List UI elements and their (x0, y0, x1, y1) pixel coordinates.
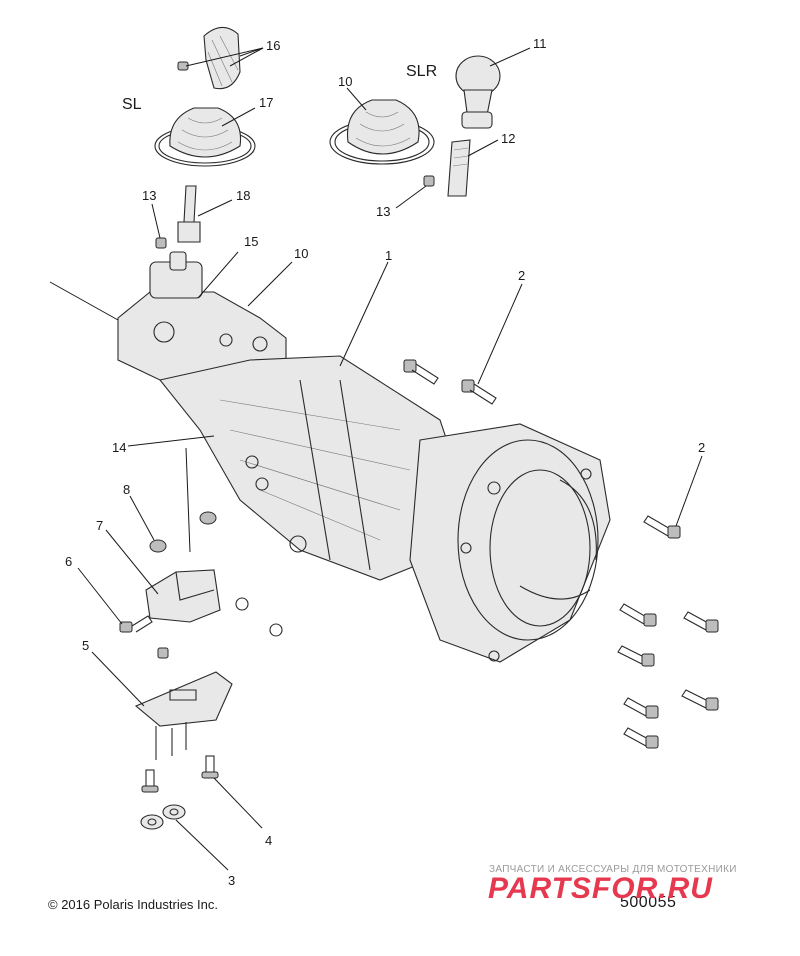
drawing-number: 500055 (620, 894, 677, 911)
sl-shift-boot (154, 107, 256, 167)
callout-18: 18 (236, 188, 250, 203)
slr-shift-knob (455, 55, 501, 129)
shift-lever (177, 185, 201, 243)
variant-label-slr: SLR (406, 63, 437, 80)
callout-13-slr: 13 (376, 204, 390, 219)
shift-lever-sleeve (447, 139, 471, 197)
stud-4 (141, 755, 219, 793)
watermark-logo: PARTSFOR.RU (488, 872, 713, 905)
transmission-assembly (117, 251, 611, 663)
watermark-caption: ЗАПЧАСТИ И АКСЕССУАРЫ ДЛЯ МОТОТЕХНИКИ (489, 864, 737, 875)
washer-3 (140, 804, 186, 830)
callout-6: 6 (65, 554, 72, 569)
bolt-6 (119, 615, 169, 659)
slr-shift-boot (329, 99, 435, 165)
callout-14: 14 (112, 440, 126, 455)
callout-1: 1 (385, 248, 392, 263)
sl-shift-knob (177, 26, 241, 90)
callout-12: 12 (501, 131, 515, 146)
callout-10: 10 (294, 246, 308, 261)
callout-3: 3 (228, 873, 235, 888)
callout-16: 16 (266, 38, 280, 53)
callout-15: 15 (244, 234, 258, 249)
callout-7: 7 (96, 518, 103, 533)
callout-8: 8 (123, 482, 130, 497)
callout-11: 11 (533, 36, 547, 51)
callout-9: 10 (338, 74, 352, 89)
callout-17: 17 (259, 95, 273, 110)
nut-8 (149, 511, 217, 553)
bolt-upper-b (461, 379, 497, 405)
variant-label-sl: SL (122, 96, 142, 113)
mount-bracket (145, 569, 283, 637)
copyright-notice: © 2016 Polaris Industries Inc. (48, 897, 218, 912)
callout-2-right: 2 (698, 440, 705, 455)
nut-sl (155, 237, 167, 249)
mount-plate (134, 671, 233, 760)
callout-5: 5 (82, 638, 89, 653)
callout-13-sl: 13 (142, 188, 156, 203)
callout-2-upper: 2 (518, 268, 525, 283)
bolt-group-right (617, 515, 719, 749)
bolt-upper-a (403, 359, 439, 385)
nut-slr (423, 175, 435, 187)
callout-4: 4 (265, 833, 272, 848)
